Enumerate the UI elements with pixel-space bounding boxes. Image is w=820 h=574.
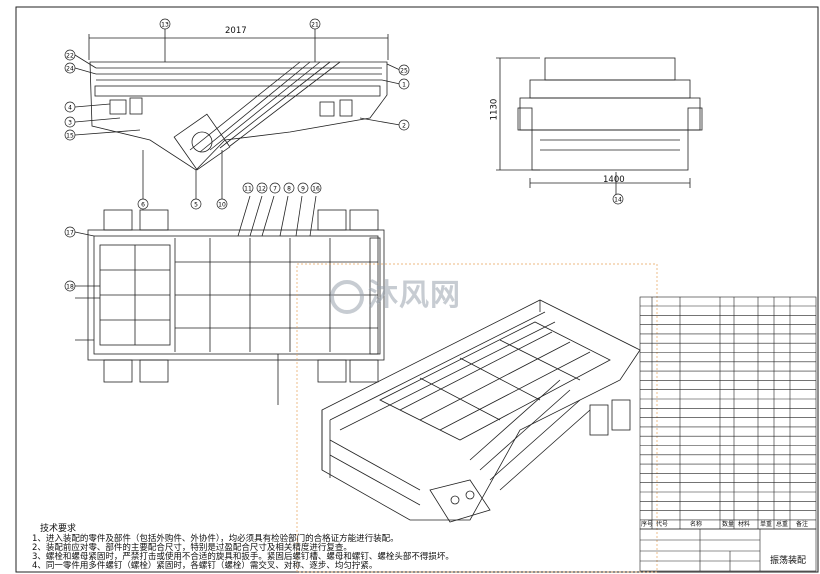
bom-col-name: 名称 bbox=[690, 521, 703, 528]
tech-line-3: 3、螺栓和螺母紧固时，严禁打击或使用不合适的旋具和扳手。紧固后螺钉槽、螺母和螺钉… bbox=[32, 552, 454, 562]
callout-label: 8 bbox=[287, 186, 291, 193]
callout-balloon bbox=[283, 182, 295, 194]
callout-label: 6 bbox=[141, 202, 145, 209]
callout-balloon bbox=[216, 198, 228, 210]
tech-line-4: 4、同一零件用多件螺钉（螺栓）紧固时，各螺钉（螺栓）需交叉、对称、逐步、均匀拧紧… bbox=[32, 561, 378, 571]
bom-col-no: 序号 bbox=[641, 521, 654, 528]
callout-balloon bbox=[64, 62, 76, 74]
callout-balloon bbox=[64, 116, 76, 128]
callout-balloon bbox=[398, 78, 410, 90]
callout-balloon bbox=[269, 182, 281, 194]
bom-col-unit-weight: 单重 bbox=[760, 521, 773, 528]
callout-label: 14 bbox=[614, 197, 622, 204]
bom-col-code: 代号 bbox=[656, 521, 669, 528]
dim-right: 1130 bbox=[489, 98, 500, 121]
callout-balloon bbox=[190, 198, 202, 210]
callout-label: 11 bbox=[244, 186, 252, 193]
title-block-name: 振荡装配 bbox=[770, 556, 807, 566]
bom-col-remark: 备注 bbox=[796, 521, 809, 528]
callout-label: 21 bbox=[311, 22, 319, 29]
callout-label: 3 bbox=[68, 120, 72, 127]
bom-col-qty: 数量 bbox=[722, 521, 735, 528]
isometric-view bbox=[296, 263, 658, 573]
dim-top: 2017 bbox=[225, 26, 247, 36]
callout-balloon bbox=[64, 280, 76, 292]
callout-label: 5 bbox=[194, 202, 198, 209]
front-view bbox=[74, 28, 401, 200]
callout-balloon bbox=[242, 182, 254, 194]
callout-label: 2 bbox=[402, 123, 406, 130]
callout-balloon bbox=[612, 193, 624, 205]
callout-balloon bbox=[398, 64, 410, 76]
callout-balloon bbox=[309, 18, 321, 30]
bom-col-total-weight: 总重 bbox=[776, 521, 789, 528]
callout-label: 22 bbox=[66, 53, 74, 60]
callout-label: 13 bbox=[161, 22, 169, 29]
callout-label: 24 bbox=[66, 66, 74, 73]
bom-col-material: 材料 bbox=[738, 521, 751, 528]
dim-bottom: 1400 bbox=[603, 175, 625, 185]
callout-label: 15 bbox=[66, 133, 74, 140]
callout-label: 18 bbox=[66, 284, 74, 291]
title-block bbox=[639, 528, 817, 572]
callout-label: 1 bbox=[402, 82, 406, 89]
callout-balloon bbox=[64, 101, 76, 113]
callout-balloon bbox=[398, 119, 410, 131]
callout-balloon bbox=[297, 182, 309, 194]
callout-label: 16 bbox=[312, 186, 320, 193]
callout-balloon bbox=[159, 18, 171, 30]
callout-balloon bbox=[64, 49, 76, 61]
tech-line-1: 1、进入装配的零件及部件（包括外购件、外协件），均必须具有检验部门的合格证方能进… bbox=[32, 534, 399, 544]
callout-balloon bbox=[137, 198, 149, 210]
callout-label: 10 bbox=[218, 202, 226, 209]
callout-balloon bbox=[256, 182, 268, 194]
watermark: 沐风网 bbox=[330, 270, 461, 314]
callout-label: 25 bbox=[400, 68, 408, 75]
watermark-text: 沐风网 bbox=[368, 278, 461, 313]
callout-balloon bbox=[64, 129, 76, 141]
top-view bbox=[74, 195, 385, 405]
bom-table bbox=[639, 296, 817, 530]
side-view bbox=[496, 57, 703, 195]
callout-label: 12 bbox=[258, 186, 266, 193]
watermark-logo-icon bbox=[330, 279, 364, 314]
callout-label: 4 bbox=[68, 105, 72, 112]
callout-balloon bbox=[310, 182, 322, 194]
callout-label: 17 bbox=[66, 230, 74, 237]
tech-line-2: 2、装配前应对零、部件的主要配合尺寸，特别是过盈配合尺寸及相关精度进行复查。 bbox=[32, 543, 352, 553]
callout-balloon bbox=[64, 226, 76, 238]
callout-balloons: 13 21 22 24 4 3 15 1 25 2 14 6 5 10 11 12 7 8 9 16 17 18 bbox=[64, 18, 624, 292]
tech-title: 技术要求 bbox=[40, 524, 77, 534]
callout-label: 9 bbox=[301, 186, 305, 193]
callout-label: 7 bbox=[273, 186, 277, 193]
